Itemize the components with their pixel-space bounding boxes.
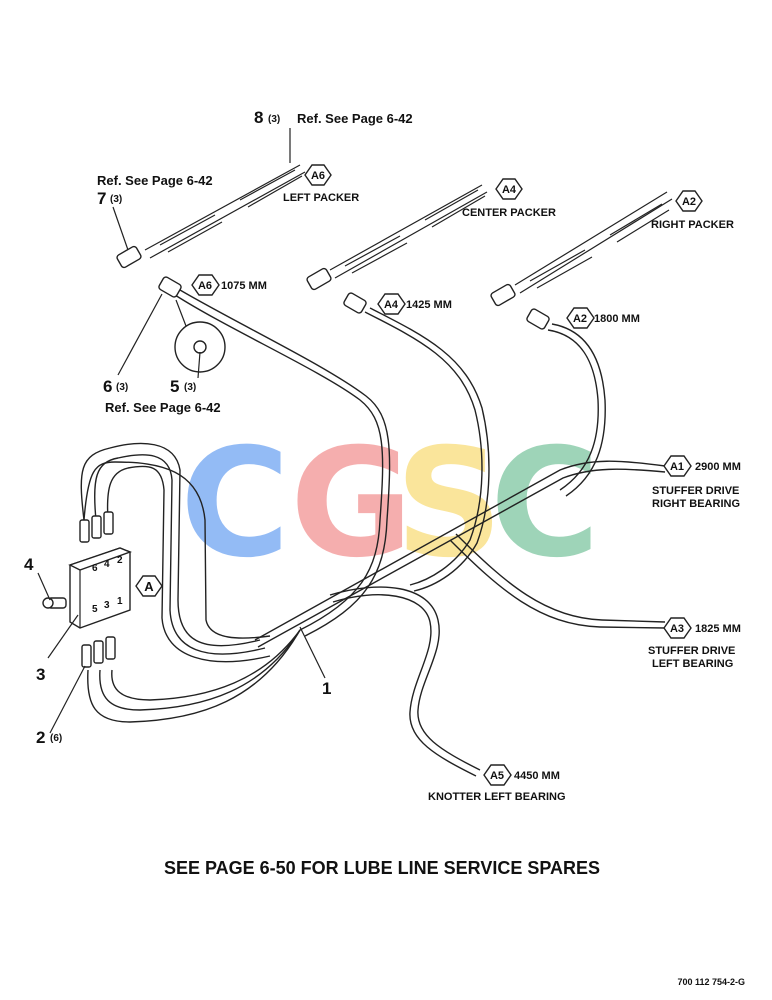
spring-guards [116,164,673,330]
item-6-qty: (3) [116,382,128,393]
lube-tubes [80,289,666,777]
left-packer-guard [116,164,306,298]
watermark-letter-4: C [490,417,600,591]
left-packer-label: LEFT PACKER [283,192,359,204]
item-4-number: 4 [24,555,34,574]
center-packer-tag: A4 [502,184,517,196]
watermark-letter-2: G [290,417,413,591]
destination-tags: A6 LEFT PACKER A4 CENTER PACKER A2 RIGHT… [283,164,734,231]
line-a3-label-2: LEFT BEARING [652,658,733,670]
item-3-number: 3 [36,665,45,684]
line-a3-length: 1825 MM [695,623,741,635]
line-a4-length: 1425 MM [406,299,452,311]
line-a4: A4 1425 MM [377,293,452,315]
block-tag: A [144,579,154,594]
item-7-qty: (3) [110,194,122,205]
watermark-letter-1: C [180,417,290,591]
item-callouts: 8 (3) Ref. See Page 6-42 Ref. See Page 6… [24,108,413,747]
line-a5-length: 4450 MM [514,770,560,782]
item-5-detail [174,299,226,373]
line-a2: A2 1800 MM [566,307,640,329]
figure-id: 700 112 754-2-G [677,977,745,987]
line-a5-label-1: KNOTTER LEFT BEARING [428,791,566,803]
item-5-number: 5 [170,377,179,396]
item-5-ref: Ref. See Page 6-42 [105,400,221,415]
block-tag-hexagon [135,575,163,597]
line-a3-tag: A3 [670,623,684,635]
line-tags: A6 1075 MM A4 1425 MM A2 1800 MM A1 2900… [191,274,741,803]
center-packer-guard [306,184,488,314]
item-8-ref: Ref. See Page 6-42 [297,111,413,126]
item-8-qty: (3) [268,114,280,125]
item-2-qty: (6) [50,733,62,744]
item-2-number: 2 [36,728,45,747]
item-8-number: 8 [254,108,263,127]
line-a2-tag: A2 [573,313,587,325]
item-1-number: 1 [322,679,331,698]
item-6-number: 6 [103,377,112,396]
right-packer-tag: A2 [682,196,696,208]
line-a1-label-1: STUFFER DRIVE [652,485,739,497]
block-port-top-1: 6 [92,563,98,574]
line-a1-length: 2900 MM [695,461,741,473]
watermark: C G S C [180,417,600,591]
line-a6-length: 1075 MM [221,280,267,292]
line-a3: A3 1825 MM STUFFER DRIVE LEFT BEARING [648,617,741,670]
block-port-top-2: 4 [104,559,110,570]
leader-lines [37,128,326,734]
line-a4-tag: A4 [384,299,399,311]
item-5-qty: (3) [184,382,196,393]
line-a5: A5 4450 MM KNOTTER LEFT BEARING [428,764,566,803]
item-7-ref: Ref. See Page 6-42 [97,173,213,188]
line-a1: A1 2900 MM STUFFER DRIVE RIGHT BEARING [652,455,741,510]
line-a6-tag: A6 [198,280,212,292]
line-a5-tag: A5 [490,770,504,782]
line-a3-label-1: STUFFER DRIVE [648,645,735,657]
block-port-bottom-1: 5 [92,604,98,615]
block-port-bottom-3: 1 [117,596,123,607]
center-packer-label: CENTER PACKER [462,207,556,219]
left-packer-tag: A6 [311,170,325,182]
right-packer-label: RIGHT PACKER [651,219,734,231]
block-port-top-3: 2 [117,555,123,566]
distribution-block: 6 4 2 5 3 1 A [42,511,163,668]
right-packer-guard [490,191,673,330]
item-7-number: 7 [97,189,106,208]
line-a6: A6 1075 MM [191,274,267,296]
block-port-bottom-2: 3 [104,600,110,611]
service-spares-note: SEE PAGE 6-50 FOR LUBE LINE SERVICE SPAR… [164,858,600,878]
line-a2-length: 1800 MM [594,313,640,325]
line-a1-label-2: RIGHT BEARING [652,498,740,510]
line-a1-tag: A1 [670,461,684,473]
